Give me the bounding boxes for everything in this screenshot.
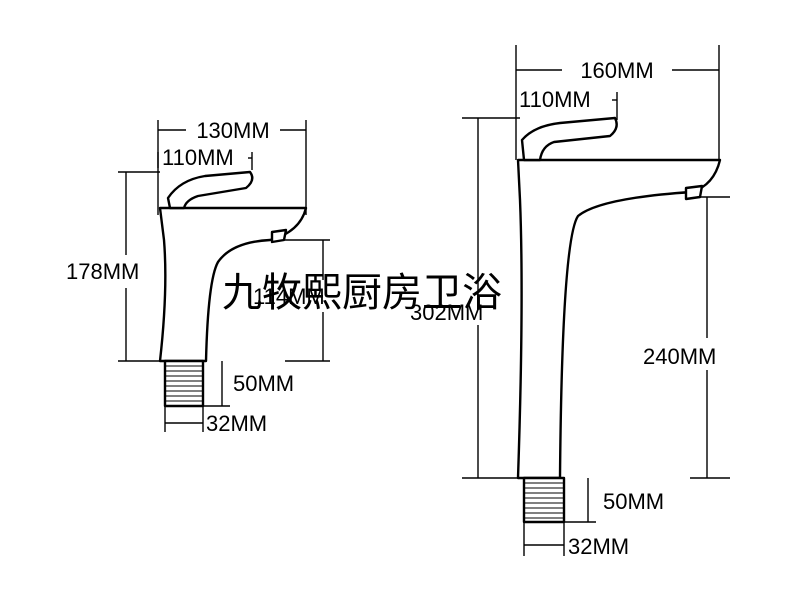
small-faucet-spout-tip <box>270 228 288 244</box>
tall-faucet-shank <box>522 476 566 524</box>
tall-shank-label: 50MM <box>603 489 664 514</box>
tall-handle-label: 110MM <box>519 87 591 112</box>
small-faucet: 130MM 110MM 178MM 114MM <box>66 118 330 436</box>
small-shank-label: 50MM <box>233 371 294 396</box>
small-body-label: 114MM <box>253 284 325 309</box>
tall-body-label: 240MM <box>643 344 716 369</box>
tall-width-label: 160MM <box>580 58 653 83</box>
small-faucet-shank <box>163 359 205 408</box>
small-width-label: 130MM <box>196 118 269 143</box>
small-faucet-handle <box>166 170 254 210</box>
small-handle-label: 110MM <box>162 145 234 170</box>
tall-height-label: 302MM <box>410 300 483 325</box>
tall-faucet: 160MM 110MM 302MM 240MM <box>410 45 730 559</box>
small-shank-threads <box>165 365 203 402</box>
small-height-label: 178MM <box>66 259 139 284</box>
tall-shank-threads <box>524 482 564 519</box>
watermark-text: 九牧熙厨房卫浴 <box>222 270 502 316</box>
tall-diameter-label: 32MM <box>568 534 629 559</box>
tall-faucet-handle <box>520 116 618 162</box>
tall-faucet-body <box>516 158 722 480</box>
tall-faucet-spout-tip <box>684 184 704 201</box>
small-diameter-label: 32MM <box>206 411 267 436</box>
